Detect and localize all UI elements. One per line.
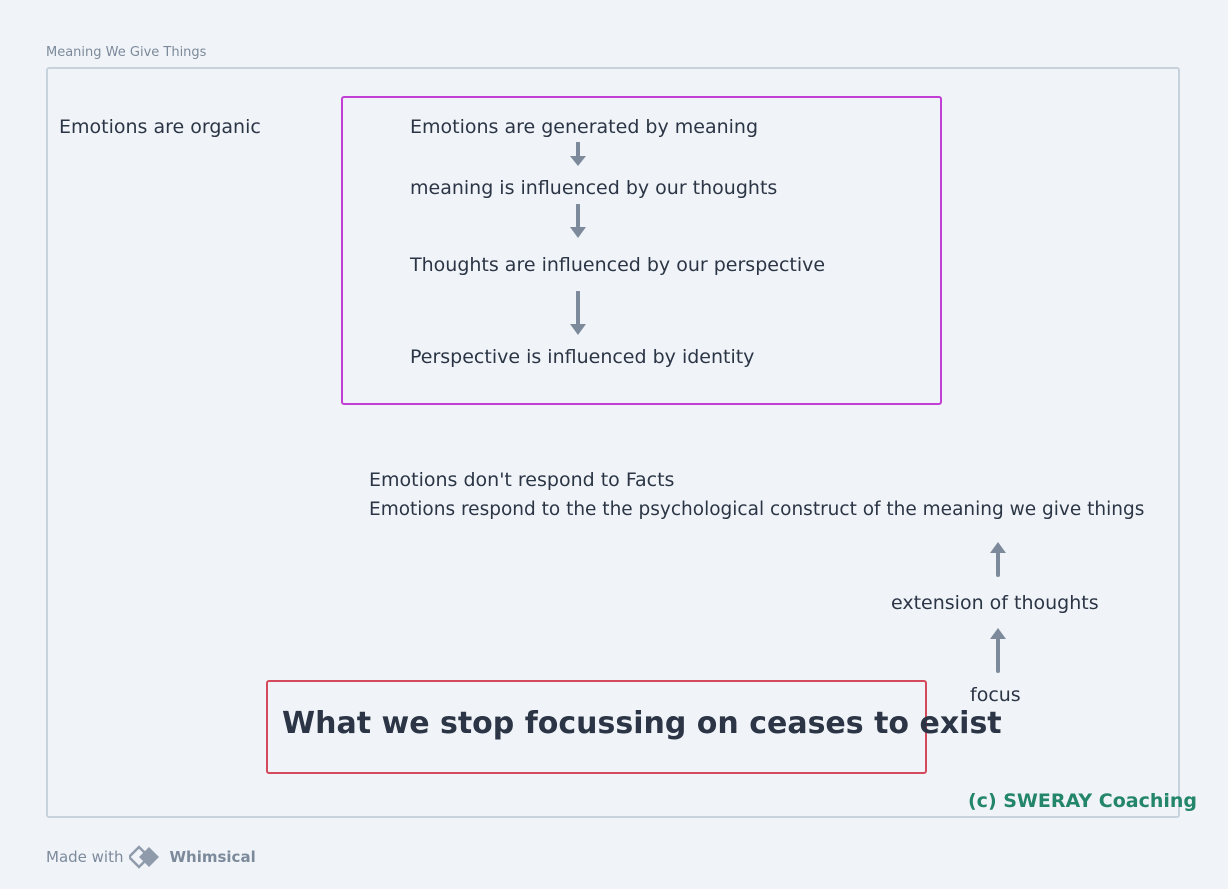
facts-line-1: Emotions don't respond to Facts xyxy=(369,469,675,491)
chain-item-3: Thoughts are influenced by our perspecti… xyxy=(410,254,826,276)
chain-item-1: Emotions are generated by meaning xyxy=(410,116,759,138)
whimsical-brand: Whimsical xyxy=(169,848,256,866)
meaning-chain-box[interactable] xyxy=(341,96,942,405)
made-with-footer[interactable]: Made with Whimsical xyxy=(46,845,256,869)
chain-item-4: Perspective is influenced by identity xyxy=(410,346,755,368)
side-label: Emotions are organic xyxy=(59,116,261,138)
board-frame[interactable] xyxy=(46,67,1180,818)
copyright-text: (c) SWERAY Coaching xyxy=(968,790,1198,812)
headline: What we stop focussing on ceases to exis… xyxy=(282,706,1002,741)
down-arrow-icon xyxy=(570,204,586,238)
up-arrow-icon xyxy=(990,542,1006,577)
whimsical-logo-icon xyxy=(129,845,160,869)
up-arrow-icon xyxy=(990,628,1006,673)
down-arrow-icon xyxy=(570,291,586,335)
chain-item-2: meaning is influenced by our thoughts xyxy=(410,177,778,199)
board-title: Meaning We Give Things xyxy=(46,45,207,60)
facts-line-2: Emotions respond to the the psychologica… xyxy=(369,499,1145,520)
headline-box[interactable] xyxy=(266,680,927,774)
upward-item-extension: extension of thoughts xyxy=(891,592,1099,614)
down-arrow-icon xyxy=(570,142,586,166)
upward-item-focus: focus xyxy=(970,684,1021,706)
made-with-label: Made with xyxy=(46,848,124,866)
